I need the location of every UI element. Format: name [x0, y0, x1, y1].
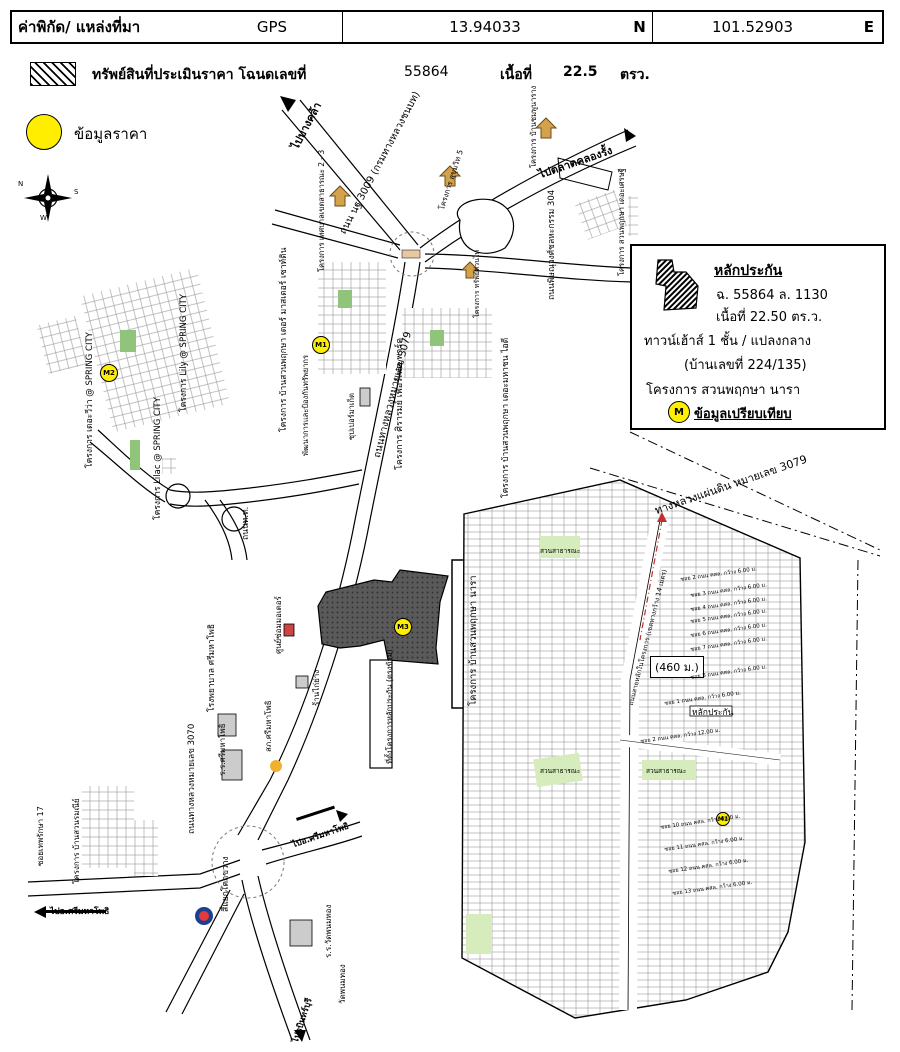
label-project-siri: โครงการ ศิรารมย์ เพอร์เฟค พาร์ค	[395, 337, 405, 470]
latitude-direction: N	[633, 18, 646, 36]
arrow-bangkhla	[280, 96, 296, 112]
price-data-label: ข้อมูลราคา	[74, 125, 148, 143]
label-food-shop: ร้านไก่ย่าง	[312, 669, 321, 706]
label-project-suwan: โครงการ ทรัพย์ส่วนไท	[473, 250, 481, 318]
road-east-sriprachin	[261, 821, 363, 865]
comparison-marker-icon: M	[668, 401, 690, 423]
label-project-lilac: โครงการ Lilac @ SPRING CITY	[153, 397, 163, 520]
label-project-lily: โครงการ Lily @ SPRING CITY	[179, 294, 189, 412]
label-to-sriprachin-west: ไปอ.ศรีมหาโพธิ	[50, 907, 110, 917]
road-west-top	[271, 209, 401, 259]
label-park-2: สวนสาธารณะ	[540, 767, 581, 775]
collateral-deed: ฉ. 55864 ล. 1130	[716, 288, 828, 303]
collateral-parcel	[317, 569, 449, 665]
price-marker-m1: M1	[312, 336, 330, 354]
label-project-tetsaban: โครงการ เทศบาลเขตสาธารณะ 2 - 3	[317, 149, 326, 272]
longitude-direction: E	[863, 18, 874, 36]
arrow-talad	[624, 128, 636, 142]
price-marker-site: M1	[716, 812, 730, 826]
label-project-suan-tr: โครงการ สวนพฤกษา เดอะเศรษฐี	[617, 168, 626, 276]
coordinates-title: ค่าพิกัด/ แหล่งที่มา	[18, 18, 141, 36]
project-arrow-icons	[328, 117, 558, 279]
building-icons	[217, 387, 371, 947]
road-304	[424, 253, 633, 283]
label-school-sri: ร.ร.ศรีมหาโพธิ	[218, 723, 227, 776]
collateral-address: (บ้านเลขที่ 224/135)	[684, 358, 807, 373]
label-project-supalai: โครงการ บ้านสวนพฤกษา เดอะมหาชน ไอดี	[501, 337, 511, 498]
arrow-kabinburi	[294, 1030, 306, 1042]
compass-rose-icon	[24, 174, 72, 222]
label-hospital: โรงพยาบาล ศรีมหาโพธิ	[207, 623, 217, 712]
road-to-bangkhla	[281, 99, 419, 251]
road-3070	[27, 859, 241, 897]
label-hwy3070: ถนนทางหลวงหมายเลข 3070	[187, 723, 197, 834]
property-label: ทรัพย์สินที่ประเมินราคา โฉนดเลขที่	[92, 67, 307, 83]
longitude-value: 101.52903	[652, 12, 852, 42]
collateral-parcel-icon	[655, 259, 699, 311]
price-data-marker-icon	[26, 114, 62, 150]
label-project-masters: โครงการ บ้านสวนพฤกษา เดอร์ มาสเตอร์ เซาท…	[279, 247, 289, 432]
road-west-springcity	[89, 429, 363, 561]
area-unit: ตรว.	[620, 67, 650, 83]
price-marker-m2: M2	[100, 364, 118, 382]
coordinates-source: GPS	[256, 18, 288, 36]
road-to-talad	[419, 129, 637, 263]
distance-label: (460 ม.)	[650, 656, 704, 678]
road-southwest	[165, 889, 245, 1015]
label-project-theviva: โครงการ เดอะวีว่า @ SPRING CITY	[85, 332, 95, 468]
label-supermarket: ซุปเปอร์มาเก็ต	[347, 393, 356, 440]
price-marker-m3: M3	[394, 618, 412, 636]
label-project-sakdaruang: โครงการ บ้านสวนรมณีย์	[72, 798, 81, 884]
label-wat-development: พัฒนาการและป้องกันทรัพยากร	[301, 355, 310, 456]
spring-city-lots	[36, 267, 231, 474]
label-soi-tepraksa: ซอยเทพรักษา 17	[36, 806, 45, 866]
label-park-3: สวนสาธารณะ	[646, 767, 687, 775]
collateral-area: เนื้อที่ 22.50 ตร.ว.	[716, 310, 823, 325]
label-park-1: สวนสาธารณะ	[540, 547, 581, 555]
label-collateral-tag: หลักประกัน	[692, 708, 734, 718]
label-project-nara: โครงการ บ้านสวนพฤกษา นารา	[468, 575, 479, 706]
roundabout-kokkwang	[211, 825, 285, 899]
label-collateral-location: ที่ตั้งโครงการหลักประกัน (ตรงข้าม)	[385, 649, 394, 764]
label-project-bangban: โครงการ บ้านชมพูนาราง	[529, 85, 538, 168]
collateral-type: ทาวน์เฮ้าส์ 1 ชั้น / แปลงกลาง	[644, 334, 811, 349]
collateral-project: โครงการ สวนพฤกษา นารา	[646, 383, 801, 398]
ptt-station-icon	[195, 907, 213, 925]
housing-block-north	[318, 189, 638, 378]
roundabout-springcity-2	[221, 506, 247, 532]
compass-south-label: S	[74, 188, 79, 196]
collateral-title: หลักประกัน	[714, 263, 783, 279]
road-to-kabinburi	[241, 875, 311, 1041]
hatch-legend-swatch	[30, 62, 76, 86]
site-plan	[461, 479, 806, 1019]
coordinates-header: ค่าพิกัด/ แหล่งที่มา GPS 13.94033 N 101.…	[10, 10, 884, 44]
comparison-label: ข้อมูลเปรียบเทียบ	[694, 407, 792, 422]
label-police: สภ.ศรีมหาโพธิ	[264, 700, 273, 752]
label-road-304: ถนนพิษณุวงศ์ชลหะกรรม 304	[547, 189, 557, 300]
housing-block-southwest	[82, 786, 158, 876]
label-road-local: ถนนท.ท.	[241, 506, 251, 540]
roundabout-top	[389, 231, 435, 277]
label-service-center: ศูนย์ซ่อมมอเตอร์	[274, 596, 283, 654]
roundabout-springcity	[165, 483, 191, 509]
label-school-wat: ร.ร.วัดพนมทอง	[324, 904, 333, 958]
area-label: เนื้อที่	[500, 67, 532, 83]
label-intersection: สี่แยกโคกขวาง	[221, 856, 231, 912]
latitude-value: 13.94033	[342, 12, 627, 42]
label-wat-ptt: วัดพนมทอง	[338, 964, 347, 1004]
arrow-sriprachin-east	[296, 805, 348, 822]
collateral-info-box: หลักประกัน ฉ. 55864 ล. 1130 เนื้อที่ 22.…	[630, 244, 886, 430]
compass-north-label: N	[18, 180, 24, 188]
compass-west-label: W	[40, 214, 47, 222]
arrow-sriprachin-west	[34, 906, 106, 918]
police-icon	[270, 760, 282, 772]
deed-number: 55864	[404, 64, 449, 80]
pond	[457, 198, 515, 254]
area-value: 22.5	[563, 64, 598, 80]
collateral-location-sign	[369, 659, 393, 769]
